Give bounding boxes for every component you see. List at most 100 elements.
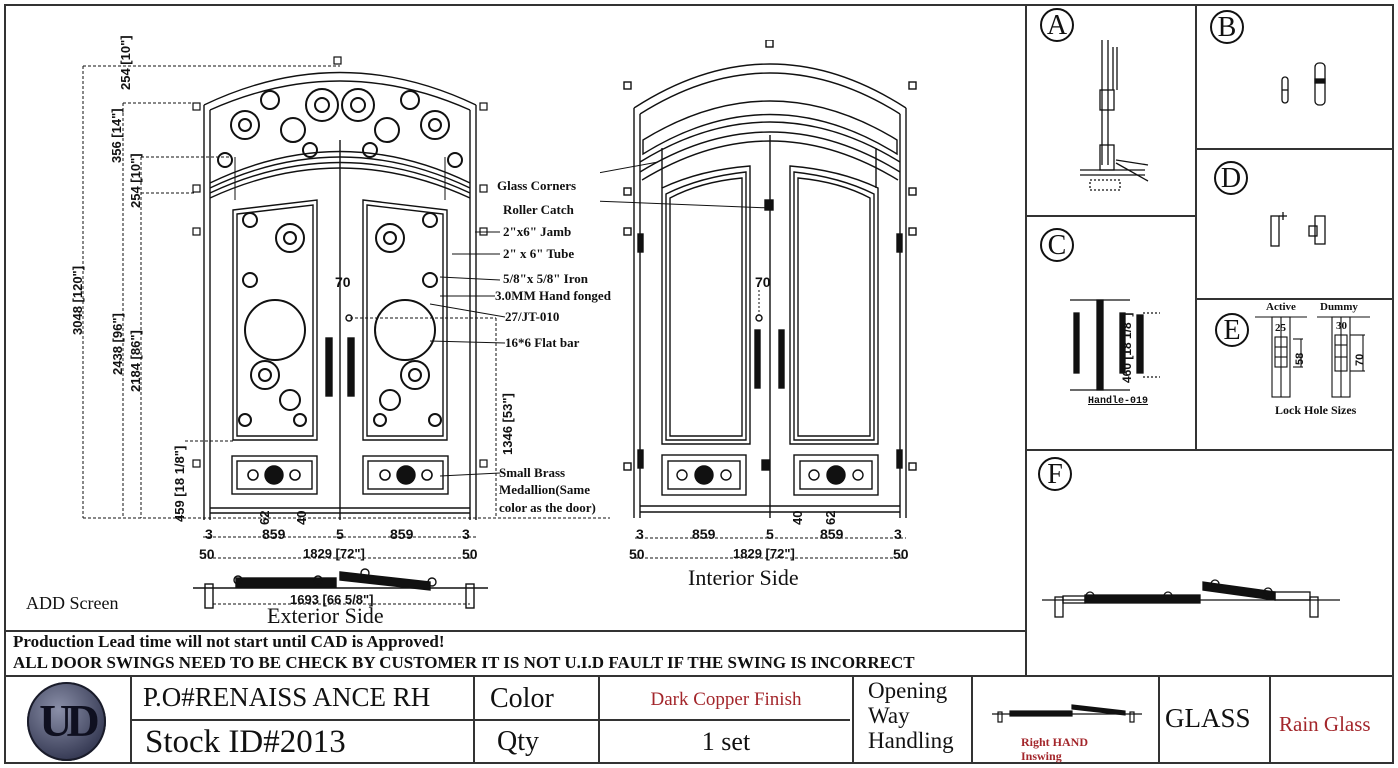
- detail-c-handle: [1070, 299, 1160, 391]
- detail-c-label: C: [1040, 228, 1074, 262]
- divider: [1195, 148, 1394, 150]
- int-dim-left-frame: 50: [629, 546, 645, 562]
- exterior-door-drawing: [82, 56, 610, 609]
- detail-d-label: D: [1214, 161, 1248, 195]
- divider: [4, 630, 1027, 632]
- int-dim-40: 40: [790, 510, 805, 525]
- divider: [1025, 4, 1027, 676]
- divider: [1195, 298, 1394, 300]
- detail-b-hinge: [1281, 62, 1326, 106]
- detail-b-label: B: [1210, 10, 1244, 44]
- qty-value: 1 set: [701, 727, 751, 756]
- detail-c-handle-name: Handle-019: [1088, 396, 1149, 407]
- dim-height-96: 2438 [96"]: [110, 313, 125, 375]
- int-dim-70: 70: [755, 274, 771, 290]
- callout-tube: 2" x 6" Tube: [503, 246, 575, 261]
- opening-label-1: Opening: [868, 678, 948, 703]
- divider: [1195, 4, 1197, 450]
- int-dim-total-width: 1829 [72"]: [733, 546, 795, 561]
- dim-height-86: 2184 [86"]: [128, 330, 143, 392]
- dim-left-frame: 50: [199, 546, 215, 562]
- exterior-title: Exterior Side: [267, 603, 384, 628]
- detail-e-lock-holes: [1255, 316, 1370, 398]
- callout-hand-forged: 3.0MM Hand fonged: [495, 288, 611, 303]
- dim-right-gap: 3: [462, 526, 470, 542]
- dim-left-leaf: 859: [262, 526, 286, 542]
- add-screen-label: ADD Screen: [26, 593, 119, 613]
- divider: [852, 675, 854, 764]
- notice-line-1: Production Lead time will not start unti…: [13, 632, 445, 651]
- divider: [130, 675, 132, 764]
- dim-total-width: 1829 [72"]: [303, 546, 365, 561]
- callout-medallion-2: Medallion(Same: [499, 482, 590, 497]
- dim-left-gap: 3: [205, 526, 213, 542]
- dim-center-gap: 5: [336, 526, 344, 542]
- po-number: P.O#RENAISS ANCE RH: [143, 682, 431, 712]
- dim-opening: 1693 [66 5/8"]: [290, 592, 374, 607]
- opening-label-3: Handling: [868, 728, 954, 753]
- detail-a-label: A: [1040, 8, 1074, 42]
- opening-label-2: Way: [868, 703, 910, 728]
- callout-glass-corners: Glass Corners: [497, 178, 577, 193]
- detail-e-active-width: 25: [1275, 322, 1286, 334]
- swing-value-1: Right HAND: [1021, 735, 1089, 749]
- dim-right: 1346 [53"]: [500, 393, 515, 455]
- detail-e-active: Active: [1266, 301, 1296, 313]
- int-dim-right-leaf: 859: [820, 526, 844, 542]
- callout-iron: 5/8"x 5/8" Iron: [503, 271, 588, 286]
- divider: [1158, 675, 1160, 764]
- divider: [598, 675, 600, 764]
- detail-e-dummy-height: 70: [1354, 353, 1366, 366]
- detail-e-caption: Lock Hole Sizes: [1275, 403, 1357, 417]
- divider: [1025, 449, 1394, 451]
- dim-total-height: 3048 [120"]: [70, 265, 85, 335]
- dim-right-frame: 50: [462, 546, 478, 562]
- detail-e-dummy-width: 30: [1336, 320, 1347, 332]
- dim-right-leaf: 859: [390, 526, 414, 542]
- callout-medallion-1: Small Brass: [499, 465, 566, 480]
- divider: [130, 719, 850, 721]
- color-label: Color: [490, 683, 554, 714]
- swing-value-2: Inswing: [1021, 749, 1062, 763]
- divider: [971, 675, 973, 764]
- divider: [4, 675, 1394, 677]
- callout-flat-bar: 16*6 Flat bar: [505, 335, 580, 350]
- detail-e-active-height: 58: [1294, 352, 1306, 365]
- int-dim-left-leaf: 859: [692, 526, 716, 542]
- detail-a-section: [1080, 40, 1149, 191]
- detail-f-label: F: [1038, 457, 1072, 491]
- detail-f-plan-view: [1042, 579, 1340, 618]
- dim-62: 62: [257, 510, 272, 525]
- int-dim-left-gap: 3: [636, 526, 644, 542]
- int-dim-right-frame: 50: [893, 546, 909, 562]
- detail-e-label: E: [1215, 313, 1249, 347]
- detail-c-dim: 460 [18 1/8"]: [1120, 312, 1134, 383]
- notice-line-2: ALL DOOR SWINGS NEED TO BE CHECK BY CUST…: [13, 653, 915, 672]
- int-dim-center-gap: 5: [766, 526, 774, 542]
- divider: [473, 675, 475, 764]
- drawing-frame: [4, 4, 1394, 764]
- interior-door-drawing: [600, 40, 917, 559]
- int-dim-62: 62: [823, 510, 838, 525]
- color-value: Dark Copper Finish: [650, 689, 802, 710]
- dim-70: 70: [335, 274, 351, 290]
- detail-e-dummy: Dummy: [1320, 301, 1358, 313]
- swing-diagram: [992, 704, 1142, 723]
- dim-transom: 254 [10"]: [128, 153, 143, 208]
- divider: [1269, 675, 1271, 764]
- stock-id: Stock ID#2013: [145, 724, 346, 760]
- callout-medallion-3: color as the door): [499, 500, 596, 515]
- logo-text: UD: [39, 695, 99, 746]
- glass-value: Rain Glass: [1279, 712, 1371, 736]
- dim-top: 254 [10"]: [118, 35, 133, 90]
- callout-roller-catch: Roller Catch: [503, 202, 574, 217]
- interior-title: Interior Side: [688, 565, 799, 590]
- company-logo: UD: [27, 682, 106, 761]
- detail-d-catch: [1270, 212, 1326, 247]
- dim-40: 40: [294, 510, 309, 525]
- callout-part-number: 27/JT-010: [505, 309, 560, 324]
- callout-jamb: 2"x6" Jamb: [503, 224, 572, 239]
- int-dim-right-gap: 3: [894, 526, 902, 542]
- dim-arch: 356 [14"]: [109, 108, 124, 163]
- glass-label: GLASS: [1165, 703, 1251, 733]
